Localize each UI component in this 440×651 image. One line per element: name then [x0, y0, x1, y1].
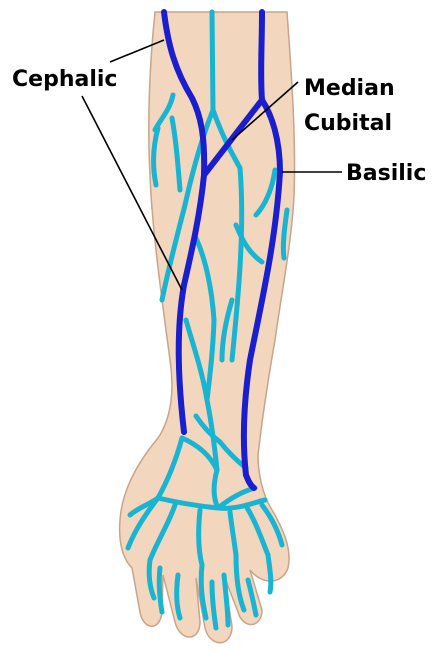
- median-cubital-label-line1: Median: [304, 76, 395, 101]
- median-cubital-label-line2: Cubital: [304, 111, 392, 136]
- superficial-vein-branch: [268, 555, 271, 592]
- basilic-label: Basilic: [346, 161, 426, 186]
- cephalic-label: Cephalic: [12, 67, 117, 92]
- superficial-vein-branch: [159, 568, 162, 612]
- superficial-vein-branch: [212, 12, 213, 110]
